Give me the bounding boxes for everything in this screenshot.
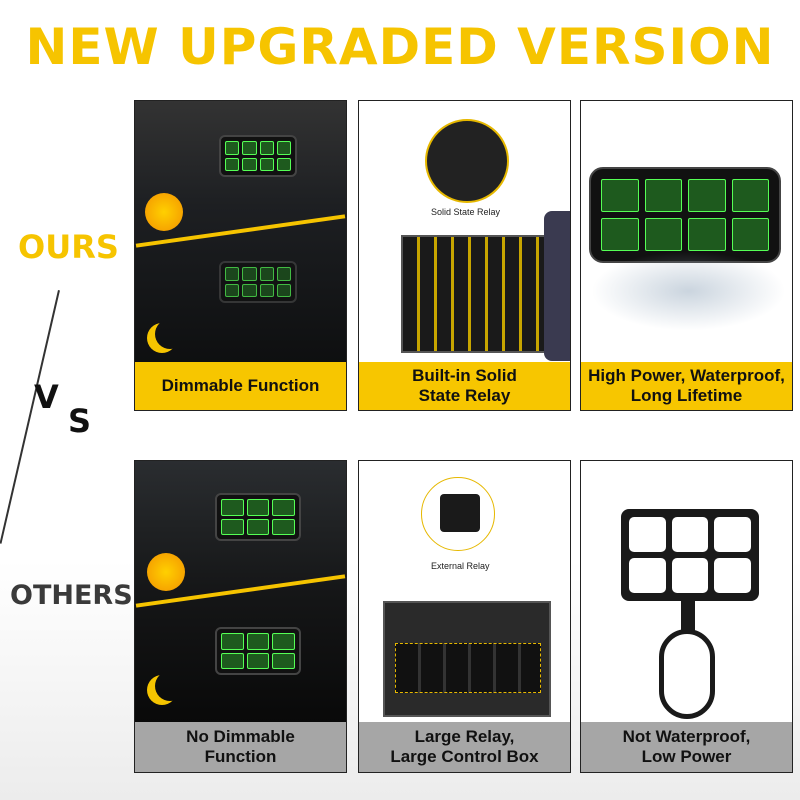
waterproof-photo — [581, 101, 792, 364]
label-line: High Power, Waterproof, — [588, 366, 785, 385]
switch-panel-bright — [219, 135, 297, 177]
ours-label: OURS — [18, 228, 119, 266]
label-line: No Dimmable — [186, 727, 295, 746]
switch-panel-bright — [215, 627, 301, 675]
switch-panel-bright — [215, 493, 301, 541]
vs-s: S — [68, 402, 92, 440]
cable — [659, 629, 715, 719]
page-title: NEW UPGRADED VERSION — [25, 18, 775, 76]
ours-dimmable-panel: Dimmable Function — [134, 100, 347, 411]
relay-zoom-circle — [425, 119, 509, 203]
label-line: Low Power — [641, 747, 732, 766]
moon-icon — [155, 671, 185, 701]
relay-box-photo: External Relay — [359, 461, 570, 724]
label-line: Not Waterproof, — [622, 727, 751, 746]
feature-label: Not Waterproof,Low Power — [581, 722, 792, 772]
vs-v: V — [34, 378, 59, 416]
others-power-panel: Not Waterproof,Low Power — [580, 460, 793, 773]
dashboard-photo — [135, 101, 346, 364]
label-line: Built-in Solid — [412, 366, 517, 385]
relay-caption: Solid State Relay — [431, 207, 501, 217]
control-box — [383, 601, 551, 717]
switch-photo — [581, 461, 792, 724]
moon-icon — [155, 319, 185, 349]
switch-panel-dim — [219, 261, 297, 303]
relay-photo: Solid State Relay — [359, 101, 570, 364]
six-switch-panel — [621, 509, 759, 601]
feature-label: High Power, Waterproof,Long Lifetime — [581, 362, 792, 410]
relay-caption: External Relay — [431, 561, 490, 571]
feature-label: Large Relay,Large Control Box — [359, 722, 570, 772]
label-line: State Relay — [418, 386, 511, 405]
feature-label: Dimmable Function — [135, 362, 346, 410]
label-line: Long Lifetime — [630, 386, 743, 405]
switch-panel — [589, 167, 781, 263]
relay-board — [401, 235, 546, 353]
sun-icon — [145, 193, 183, 231]
others-label: OTHERS — [10, 580, 133, 611]
label-line: Large Relay, — [414, 727, 515, 746]
sun-icon — [147, 553, 185, 591]
label-line: Large Control Box — [390, 747, 539, 766]
others-relay-panel: External Relay Large Relay,Large Control… — [358, 460, 571, 773]
water-splash — [591, 251, 786, 331]
ours-waterproof-panel: High Power, Waterproof,Long Lifetime — [580, 100, 793, 411]
relay-zoom-circle — [421, 477, 495, 551]
dashboard-photo — [135, 461, 346, 724]
label-line: Function — [204, 747, 277, 766]
